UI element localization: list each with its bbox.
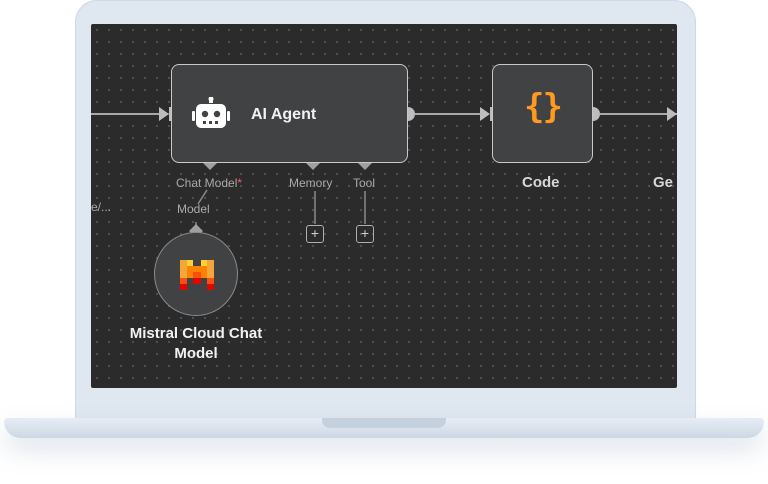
- laptop-base: [4, 418, 764, 438]
- previous-node-label: e/...: [91, 200, 112, 214]
- workflow-canvas[interactable]: e/... AI Agent Chat Model* Memory Tool M…: [91, 24, 677, 388]
- laptop-notch: [322, 418, 446, 428]
- chat-model-label-text: Chat Model: [176, 176, 238, 190]
- memory-connector-label: Memory: [289, 176, 333, 190]
- add-tool-button[interactable]: +: [356, 225, 374, 243]
- ai-agent-node[interactable]: AI Agent: [171, 64, 408, 163]
- code-node[interactable]: {}: [492, 64, 593, 163]
- curly-braces-icon: {}: [524, 87, 563, 127]
- code-node-label: Code: [522, 174, 560, 191]
- add-memory-button[interactable]: +: [306, 225, 324, 243]
- model-connector-label: Model: [177, 202, 210, 216]
- chat-model-connector-label: Chat Model*: [176, 176, 242, 190]
- ai-agent-title: AI Agent: [251, 106, 317, 123]
- mistral-chat-model-node[interactable]: [154, 232, 238, 316]
- tool-connector-label: Tool: [353, 176, 376, 190]
- next-node-label: Ge: [653, 174, 674, 191]
- mistral-node-label: Mistral Cloud Chat Model: [129, 325, 263, 362]
- required-marker: *: [237, 176, 243, 190]
- mistral-logo-icon: [180, 260, 214, 290]
- robot-icon: [192, 97, 230, 128]
